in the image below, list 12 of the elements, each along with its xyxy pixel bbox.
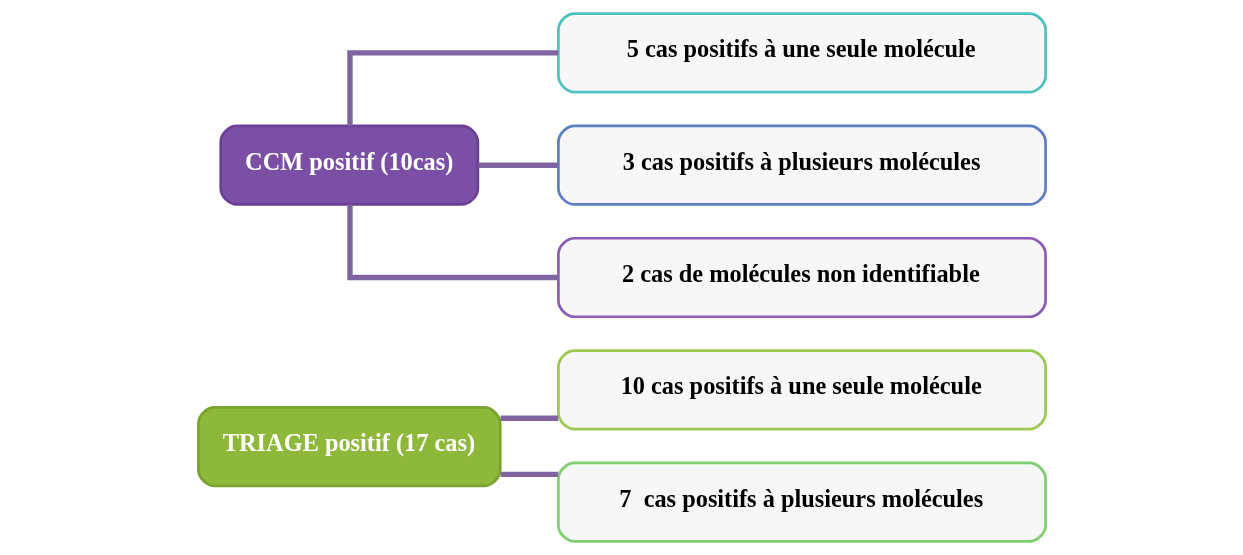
connector — [500, 471, 558, 478]
connector — [477, 162, 558, 168]
connector — [346, 50, 558, 126]
node-box: 7 cas positifs à plusieurs molécules — [556, 461, 1047, 543]
node-box: 3 cas positifs à plusieurs molécules — [556, 124, 1047, 206]
node-box: CCM positif (10cas) — [218, 124, 479, 206]
connector — [346, 204, 558, 281]
node-box: TRIAGE positif (17 cas) — [196, 406, 502, 488]
node-box: 5 cas positifs à une seule molécule — [556, 12, 1047, 94]
connector — [500, 415, 558, 421]
node-box: 2 cas de molécules non identifiable — [556, 236, 1047, 319]
node-box: 10 cas positifs à une seule molécule — [556, 349, 1047, 431]
